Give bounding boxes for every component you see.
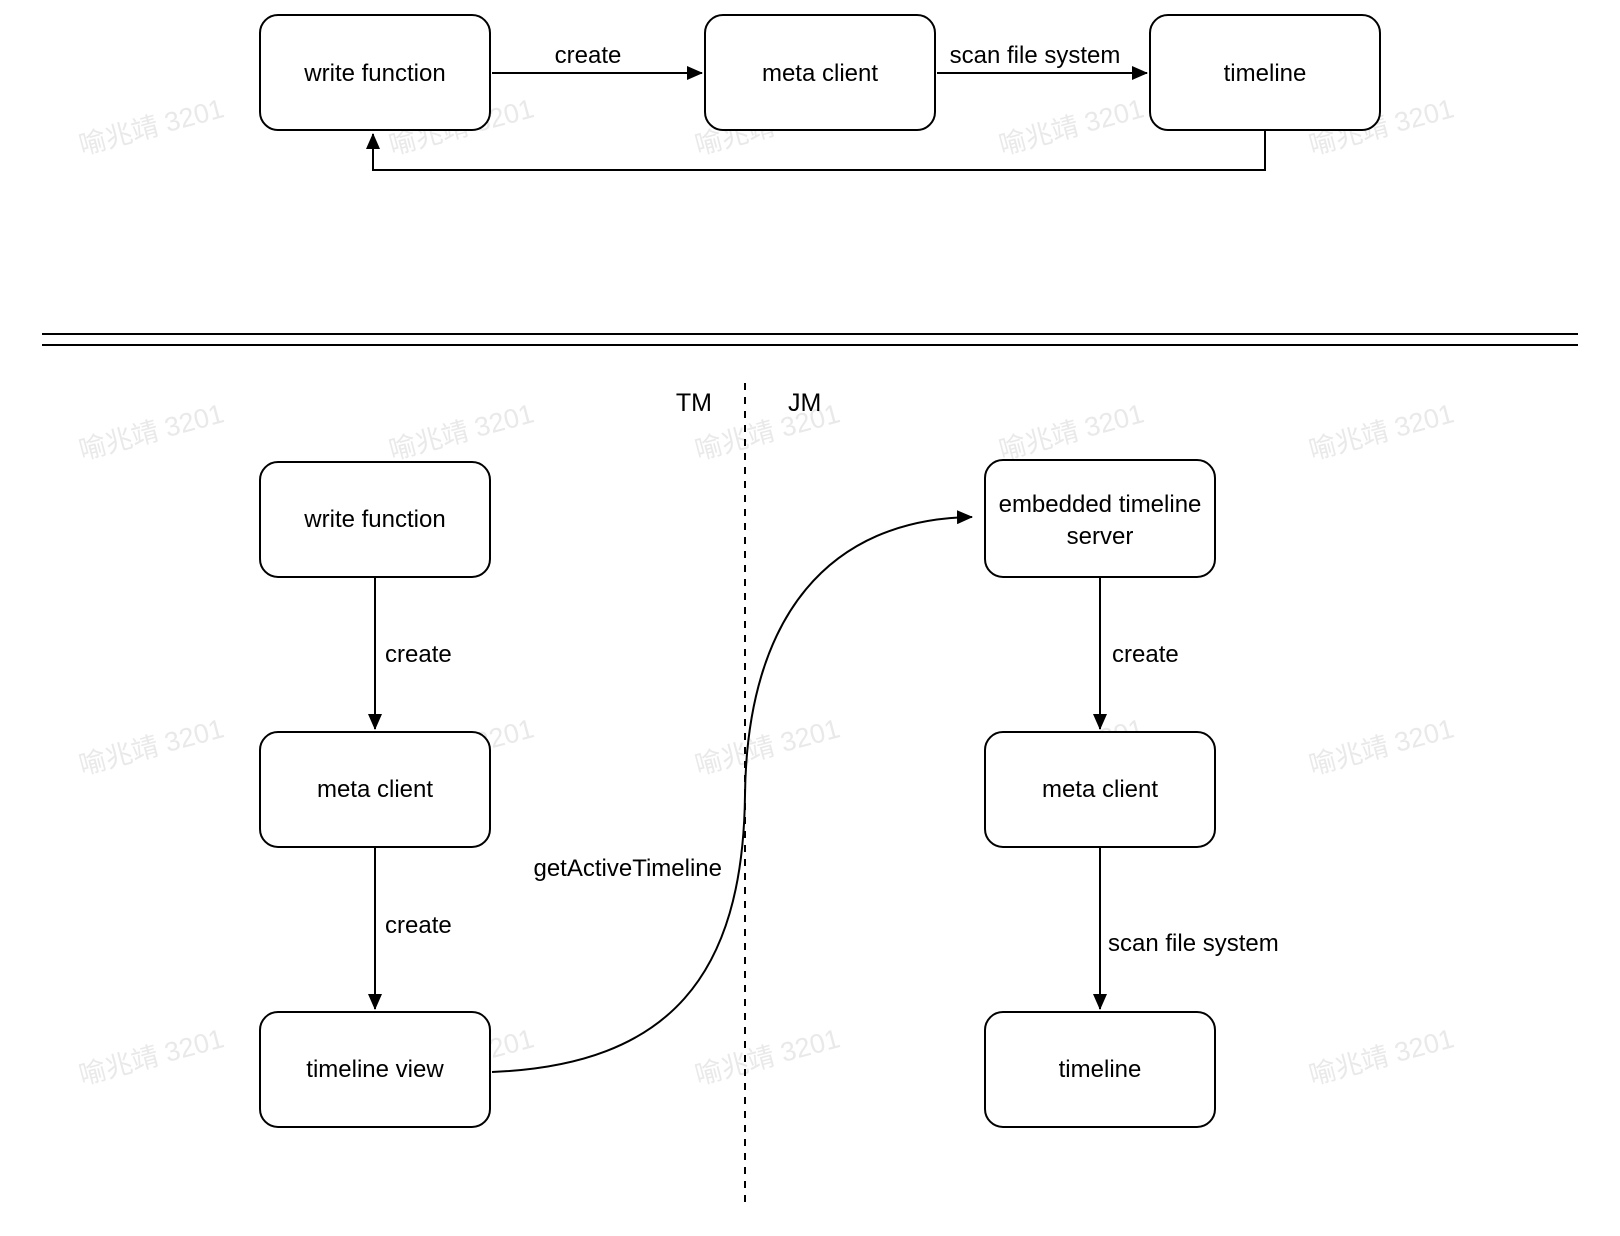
node-write-function-top-label: write function	[303, 60, 445, 87]
node-meta-client-jm-label: meta client	[1042, 776, 1158, 803]
edge-scan-file-system-label-jm: scan file system	[1108, 930, 1279, 957]
edge-create-label-jm: create	[1112, 641, 1179, 668]
edge-feedback-arrow-top	[366, 130, 1266, 171]
node-meta-client-top-label: meta client	[762, 60, 878, 87]
section-divider	[42, 333, 1578, 346]
watermark-text: 喻兆靖 3201	[76, 1023, 227, 1090]
edge-get-active-timeline-label: getActiveTimeline	[533, 855, 722, 882]
edge-create-label-tm-1: create	[385, 641, 452, 668]
edge-get-active-timeline-arrow	[491, 510, 973, 1073]
node-timeline-jm	[984, 1011, 1216, 1128]
top-diagram: write function meta client timeline crea…	[259, 14, 1381, 171]
watermark-text: 喻兆靖 3201	[692, 1023, 843, 1090]
lane-label-jm: JM	[788, 389, 821, 417]
node-meta-client-tm-label: meta client	[317, 776, 433, 803]
edge-create-label-top: create	[555, 42, 622, 69]
watermark-text: 喻兆靖 3201	[76, 398, 227, 465]
node-embedded-timeline-server-label-line2: server	[1067, 523, 1134, 550]
node-timeline-view-tm	[259, 1011, 491, 1128]
watermark-text: 喻兆靖 3201	[692, 713, 843, 780]
node-write-function-tm-label: write function	[303, 506, 445, 533]
node-embedded-timeline-server-label-line1: embedded timeline	[999, 491, 1202, 518]
watermark-text: 喻兆靖 3201	[1306, 398, 1457, 465]
edge-create-label-tm-2: create	[385, 912, 452, 939]
watermark-text: 喻兆靖 3201	[996, 93, 1147, 160]
lane-label-tm: TM	[676, 389, 712, 417]
node-embedded-timeline-server-jm	[984, 459, 1216, 578]
node-timeline-top-label: timeline	[1224, 60, 1307, 87]
watermark-text: 喻兆靖 3201	[76, 713, 227, 780]
watermark-text: 喻兆靖 3201	[1306, 713, 1457, 780]
watermark-text: 喻兆靖 3201	[76, 93, 227, 160]
watermark-text: 喻兆靖 3201	[1306, 1023, 1457, 1090]
bottom-diagram: TM JM write function create meta client …	[259, 383, 1279, 1205]
watermark-text: 喻兆靖 3201	[996, 398, 1147, 465]
node-meta-client-top	[704, 14, 936, 131]
node-write-function-top	[259, 14, 491, 131]
watermark-text: 喻兆靖 3201	[386, 398, 537, 465]
node-timeline-jm-label: timeline	[1059, 1056, 1142, 1083]
node-timeline-view-tm-label: timeline view	[306, 1056, 444, 1083]
edge-scan-file-system-label-top: scan file system	[950, 42, 1121, 69]
